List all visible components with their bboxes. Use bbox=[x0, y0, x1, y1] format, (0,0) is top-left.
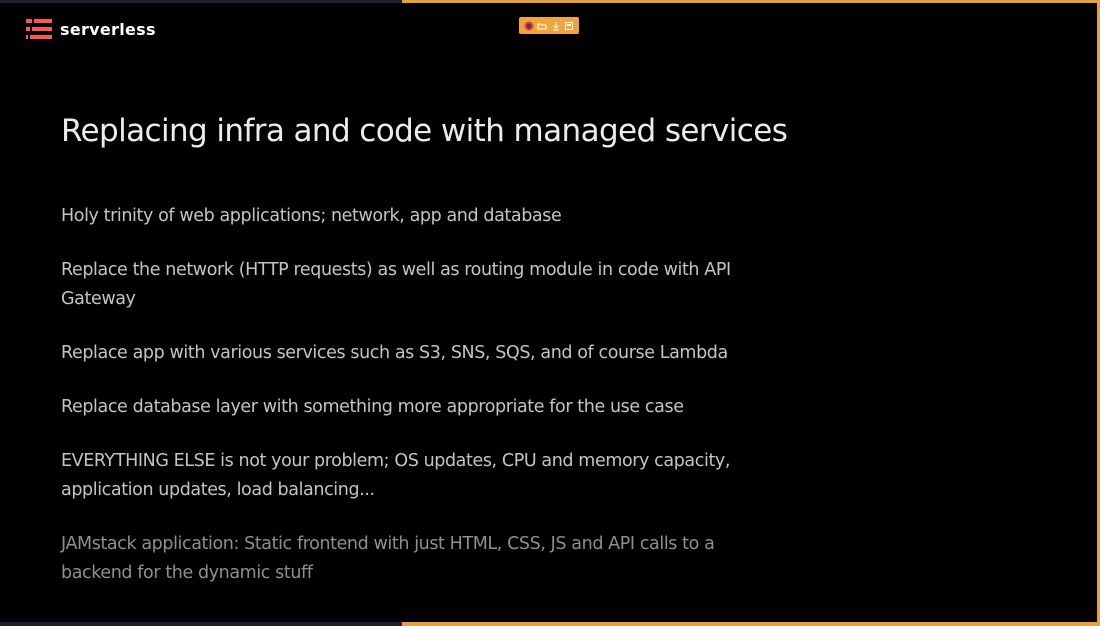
folder-icon[interactable] bbox=[537, 21, 547, 31]
frame-edge-top-right bbox=[402, 0, 1100, 3]
bullet-item: Replace app with various services such a… bbox=[61, 343, 728, 363]
firefox-icon[interactable] bbox=[524, 21, 534, 31]
serverless-logo-icon bbox=[26, 19, 52, 39]
frame-edge-bottom-right bbox=[402, 622, 1100, 626]
frame-edge-top-left bbox=[0, 0, 402, 3]
logo-text: serverless bbox=[60, 19, 156, 39]
bullet-item: JAMstack application: Static frontend wi… bbox=[61, 534, 715, 583]
bullet-item: EVERYTHING ELSE is not your problem; OS … bbox=[61, 451, 731, 500]
bullet-list: Holy trinity of web applications; networ… bbox=[61, 202, 781, 613]
bullet-item: Replace database layer with something mo… bbox=[61, 397, 684, 417]
bullet-item: Holy trinity of web applications; networ… bbox=[61, 206, 562, 226]
browser-toolbar bbox=[519, 17, 579, 34]
download-icon[interactable] bbox=[551, 21, 561, 31]
frame-edge-bottom-left bbox=[0, 622, 402, 626]
frame-edge-right bbox=[1097, 0, 1100, 626]
bullet-item: Replace the network (HTTP requests) as w… bbox=[61, 260, 731, 309]
serverless-logo: serverless bbox=[26, 18, 156, 40]
screenshot-icon[interactable] bbox=[564, 21, 574, 31]
slide-title: Replacing infra and code with managed se… bbox=[61, 113, 788, 149]
